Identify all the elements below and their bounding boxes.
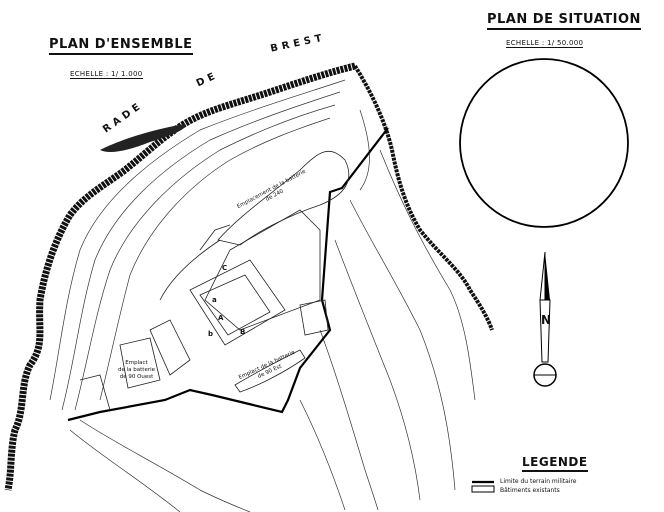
legend-title: LEGENDE [522,455,588,472]
north-arrow-icon [533,251,557,387]
legend-item-buildings: Bâtiments existants [500,487,560,494]
battery-90-ouest-label: Emplact de la batterie de 90 Ouest [118,360,155,381]
structures [79,150,350,411]
contour-lines [49,79,476,512]
legend-item-boundary: Limite du terrain militaire [500,478,577,485]
islet [100,124,186,153]
plan-situation-title: PLAN DE SITUATION [487,12,641,30]
military-boundary [67,127,389,422]
situation-map-circle [459,58,629,228]
building-letter-a-small: a [212,296,217,304]
label-line: Emplact [125,360,148,366]
coastline [4,62,356,491]
east-coastline [353,64,494,331]
building-letter-b-small: b [208,330,214,338]
plan-ensemble-scale: ECHELLE : 1/ 1.000 [70,70,143,79]
building-letter-b: B [240,328,246,336]
plan-ensemble-title: PLAN D'ENSEMBLE [49,37,193,55]
label-line: de la batterie [118,367,156,373]
legend-building-symbol [471,485,495,493]
building-letter-c: C [222,264,228,272]
north-letter: N [541,313,552,327]
label-line: de 90 Ouest [119,374,154,380]
plan-situation-scale: ECHELLE : 1/ 50.000 [506,39,584,48]
building-letter-a: A [218,314,224,322]
